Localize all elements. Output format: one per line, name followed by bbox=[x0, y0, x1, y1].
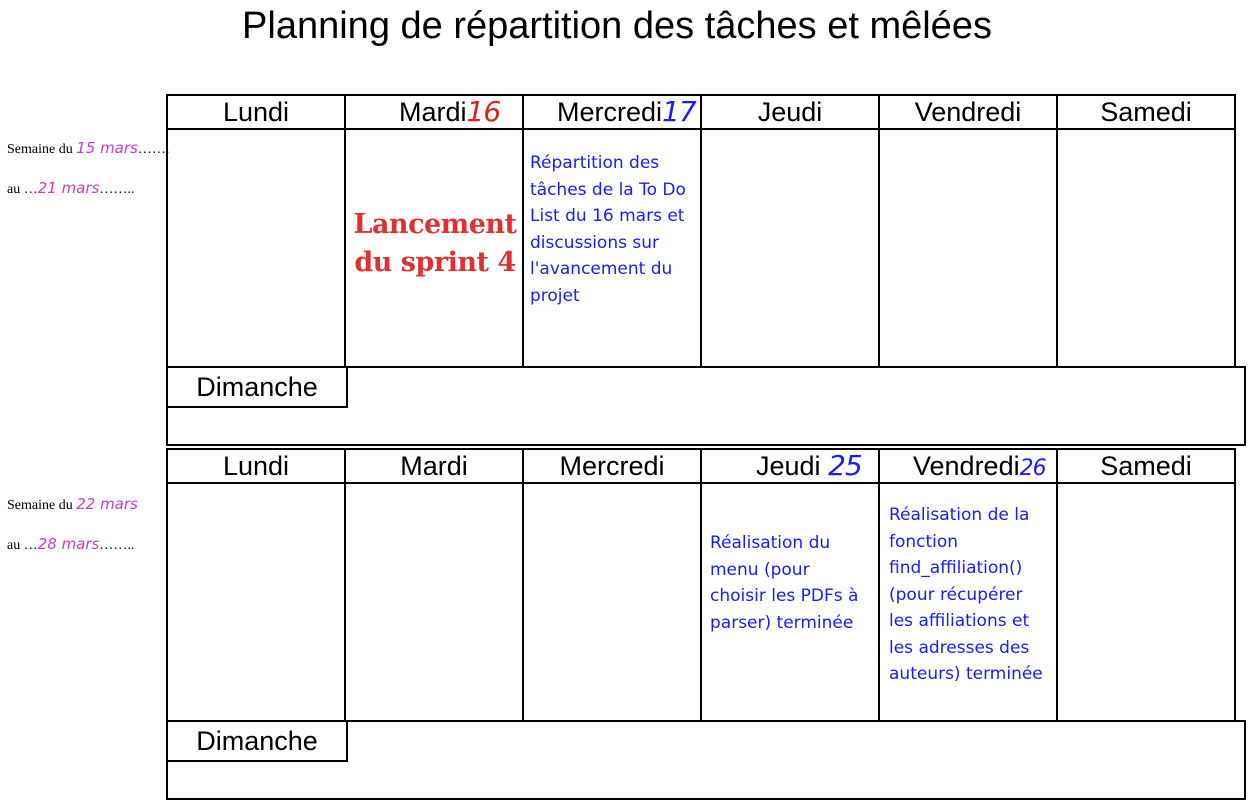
day-number: 17 bbox=[662, 95, 697, 128]
week2-cell-lundi bbox=[166, 482, 346, 722]
week2-cell-samedi bbox=[1056, 482, 1236, 722]
week2-cell-vendredi: Réalisation de la fonction find_affiliat… bbox=[878, 482, 1058, 722]
day-name: Jeudi bbox=[756, 451, 821, 481]
week2-sunday-label: Dimanche bbox=[166, 720, 348, 762]
week2-header-row: Lundi Mardi Mercredi Jeudi 25 Vendredi26… bbox=[166, 448, 1246, 484]
week2-sunday-row: Dimanche bbox=[166, 720, 1246, 800]
week1-day-lundi: Lundi bbox=[166, 94, 346, 130]
day-name: Samedi bbox=[1100, 451, 1192, 481]
week1-end-label: au …21 mars…….. bbox=[7, 179, 134, 199]
au-dots: …….. bbox=[99, 182, 135, 197]
week1-day-mardi: Mardi16 bbox=[344, 94, 524, 130]
semaine-dots: ……. bbox=[137, 142, 170, 157]
week2-body-row: Réalisation du menu (pour choisir les PD… bbox=[166, 482, 1246, 722]
day-name: Vendredi bbox=[913, 451, 1020, 481]
week1-sunday-row: Dimanche bbox=[166, 366, 1246, 446]
day-number: 26 bbox=[1019, 456, 1047, 481]
week1-cell-vendredi bbox=[878, 128, 1058, 368]
day-number: 25 bbox=[828, 449, 863, 482]
week1-start-label: Semaine du 15 mars……. bbox=[7, 139, 169, 159]
day-name: Vendredi bbox=[914, 97, 1022, 127]
day-name: Mercredi bbox=[557, 97, 663, 127]
week1-day-samedi: Samedi bbox=[1056, 94, 1236, 130]
week1-start-date: 15 mars bbox=[76, 139, 138, 157]
week2-start-label: Semaine du 22 mars bbox=[7, 495, 138, 515]
day-name: Mercredi bbox=[559, 451, 665, 481]
week2-thu-note: Réalisation du menu (pour choisir les PD… bbox=[710, 533, 859, 633]
day-name: Jeudi bbox=[757, 97, 823, 127]
week1-wed-note: Répartition des tâches de la To Do List … bbox=[530, 153, 686, 306]
week1-end-date: 21 mars bbox=[37, 179, 100, 197]
week2-day-vendredi: Vendredi26 bbox=[878, 448, 1058, 484]
week1-sunday-label: Dimanche bbox=[166, 366, 348, 408]
day-number: 16 bbox=[466, 95, 502, 128]
week1-cell-jeudi bbox=[700, 128, 880, 368]
week2-day-mercredi: Mercredi bbox=[522, 448, 702, 484]
week1-body-row: Lancement du sprint 4 Répartition des tâ… bbox=[166, 128, 1246, 368]
week2-day-jeudi: Jeudi 25 bbox=[700, 448, 880, 484]
au-prefix: au bbox=[7, 538, 21, 553]
semaine-prefix: Semaine du bbox=[7, 498, 73, 513]
au-dots: … bbox=[23, 538, 38, 553]
week2-day-lundi: Lundi bbox=[166, 448, 346, 484]
day-name: Lundi bbox=[222, 97, 290, 127]
week2-cell-jeudi: Réalisation du menu (pour choisir les PD… bbox=[700, 482, 880, 722]
week1-cell-mardi: Lancement du sprint 4 bbox=[344, 128, 524, 368]
week2-start-date: 22 mars bbox=[76, 495, 138, 513]
semaine-prefix: Semaine du bbox=[7, 142, 73, 157]
week2-end-label: au …28 mars…….. bbox=[7, 535, 134, 555]
week1-cell-samedi bbox=[1056, 128, 1236, 368]
week2-day-samedi: Samedi bbox=[1056, 448, 1236, 484]
week1-header-row: Lundi Mardi16 Mercredi17 Jeudi Vendredi … bbox=[166, 94, 1246, 130]
au-prefix: au bbox=[7, 182, 21, 197]
week2-day-mardi: Mardi bbox=[344, 448, 524, 484]
week1-day-jeudi: Jeudi bbox=[700, 94, 880, 130]
day-name: Mardi bbox=[400, 451, 468, 481]
day-name: Mardi bbox=[399, 97, 467, 127]
day-name: Samedi bbox=[1100, 97, 1192, 127]
week2-fri-note: Réalisation de la fonction find_affiliat… bbox=[889, 505, 1043, 684]
week2-end-date: 28 mars bbox=[37, 535, 100, 553]
day-name: Lundi bbox=[222, 451, 290, 481]
week2-cell-mercredi bbox=[522, 482, 702, 722]
au-dots: … bbox=[23, 182, 38, 197]
week1-cell-lundi bbox=[166, 128, 346, 368]
sprint-launch-note: Lancement du sprint 4 bbox=[353, 209, 517, 278]
week2-cell-mardi bbox=[344, 482, 524, 722]
au-dots: …….. bbox=[99, 538, 135, 553]
week1-day-mercredi: Mercredi17 bbox=[522, 94, 702, 130]
week1-day-vendredi: Vendredi bbox=[878, 94, 1058, 130]
page-title: Planning de répartition des tâches et mê… bbox=[242, 5, 992, 47]
week1-cell-mercredi: Répartition des tâches de la To Do List … bbox=[522, 128, 702, 368]
